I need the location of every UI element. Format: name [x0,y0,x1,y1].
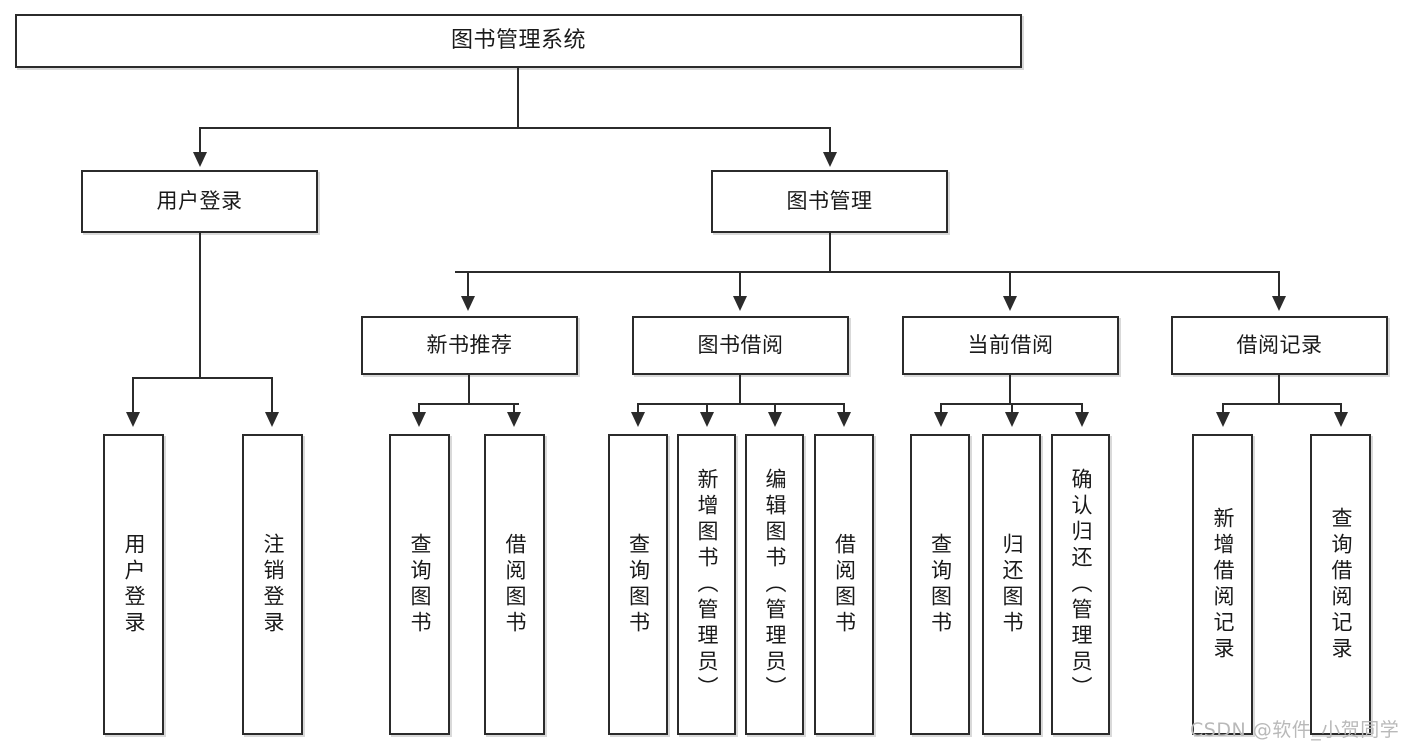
arrow-to-leaf-confirm-return [1075,412,1089,427]
node-new-book-recommend[interactable]: 新书推荐 [361,316,578,375]
arrow-to-leaf-query-book-a [412,412,426,427]
leaf-query-book-current[interactable]: 查询图书 [910,434,970,735]
leaf-edit-book-admin[interactable]: 编辑图书（管理员） [745,434,804,735]
node-label: 查询图书 [408,532,432,637]
leaf-confirm-return-admin[interactable]: 确认归还（管理员） [1051,434,1110,735]
connector-book-borrow-drop-1 [637,403,639,413]
node-label: 归还图书 [1000,532,1024,637]
node-label: 查询图书 [928,532,953,637]
node-borrow-record[interactable]: 借阅记录 [1171,316,1388,375]
node-label: 查询图书 [626,532,651,637]
arrow-to-leaf-return-book [1005,412,1019,427]
node-label: 编辑图书（管理员） [763,467,787,702]
leaf-query-book-borrow[interactable]: 查询图书 [608,434,668,735]
arrow-to-leaf-query-record [1334,412,1348,427]
arrow-to-leaf-add-record [1216,412,1230,427]
arrow-to-borrow-record [1272,296,1286,311]
arrow-to-leaf-add-book [700,412,714,427]
node-label: 借阅图书 [832,532,857,637]
node-label: 借阅记录 [1236,332,1323,357]
arrow-to-book-management [823,152,837,167]
leaf-add-book-admin[interactable]: 新增图书（管理员） [677,434,736,735]
arrow-to-new-book-recommend [461,296,475,311]
leaf-return-book[interactable]: 归还图书 [982,434,1041,735]
connector-book-management-stem [829,233,831,272]
node-current-borrow[interactable]: 当前借阅 [902,316,1119,375]
connector-book-borrow-drop-3 [774,403,776,413]
arrow-to-leaf-borrow-book-b [837,412,851,427]
leaf-borrow-book-recommend[interactable]: 借阅图书 [484,434,545,735]
arrow-to-leaf-query-book-c [934,412,948,427]
node-label: 确认归还（管理员） [1069,467,1093,702]
connector-book-borrow-stem [739,375,741,404]
connector-new-book-drop-1 [418,403,420,413]
connector-borrow-record-drop-1 [1222,403,1224,413]
connector-current-borrow-drop-2 [1011,403,1013,413]
arrow-to-current-borrow [1003,296,1017,311]
node-label: 借阅图书 [503,532,527,637]
connector-new-book-bus [418,403,519,405]
connector-user-login-drop-1 [132,377,134,413]
node-label: 当前借阅 [967,332,1054,357]
arrow-to-leaf-borrow-book-a [507,412,521,427]
connector-user-login-drop-2 [271,377,273,413]
connector-level3-drop-2 [739,271,741,297]
arrow-to-leaf-edit-book [768,412,782,427]
node-book-management[interactable]: 图书管理 [711,170,948,233]
node-label: 图书借阅 [697,332,784,357]
csdn-watermark: CSDN @软件_小贺同学 [1190,719,1400,741]
node-label: 新增图书（管理员） [695,467,719,702]
connector-level3-drop-1 [467,271,469,297]
node-label: 用户登录 [156,188,243,213]
connector-book-borrow-drop-2 [706,403,708,413]
connector-level3-drop-4 [1278,271,1280,297]
node-label: 图书管理 [786,188,873,213]
connector-level3-drop-3 [1009,271,1011,297]
leaf-add-borrow-record[interactable]: 新增借阅记录 [1192,434,1253,735]
arrow-to-book-borrow [733,296,747,311]
leaf-logout[interactable]: 注销登录 [242,434,303,735]
connector-book-borrow-drop-4 [843,403,845,413]
node-label: 新增借阅记录 [1211,506,1235,663]
node-book-borrow[interactable]: 图书借阅 [632,316,849,375]
leaf-borrow-book[interactable]: 借阅图书 [814,434,874,735]
leaf-query-book-recommend[interactable]: 查询图书 [389,434,450,735]
connector-root-stem [517,68,519,128]
connector-borrow-record-drop-2 [1340,403,1342,413]
node-label: 图书管理系统 [450,27,586,53]
connector-current-borrow-stem [1009,375,1011,404]
connector-level2-drop-1 [199,127,201,153]
arrow-to-leaf-query-book-b [631,412,645,427]
connector-current-borrow-drop-3 [1081,403,1083,413]
connector-new-book-stem [468,375,470,404]
connector-user-login-bus [132,377,272,379]
connector-new-book-drop-2 [513,403,515,413]
node-label: 新书推荐 [426,332,513,357]
arrow-to-user-login [193,152,207,167]
connector-level3-bus [455,271,1279,273]
leaf-query-borrow-record[interactable]: 查询借阅记录 [1310,434,1371,735]
connector-level2-bus [199,127,831,129]
node-user-login[interactable]: 用户登录 [81,170,318,233]
arrow-to-leaf-logout [265,412,279,427]
leaf-user-login[interactable]: 用户登录 [103,434,164,735]
node-root-book-management-system[interactable]: 图书管理系统 [15,14,1022,68]
connector-level2-drop-2 [829,127,831,153]
connector-borrow-record-bus [1222,403,1341,405]
connector-current-borrow-drop-1 [940,403,942,413]
node-label: 用户登录 [122,532,146,637]
node-label: 注销登录 [261,532,285,637]
arrow-to-leaf-user-login [126,412,140,427]
connector-user-login-stem [199,233,201,378]
connector-book-borrow-bus [637,403,844,405]
node-label: 查询借阅记录 [1329,506,1353,663]
connector-borrow-record-stem [1278,375,1280,404]
